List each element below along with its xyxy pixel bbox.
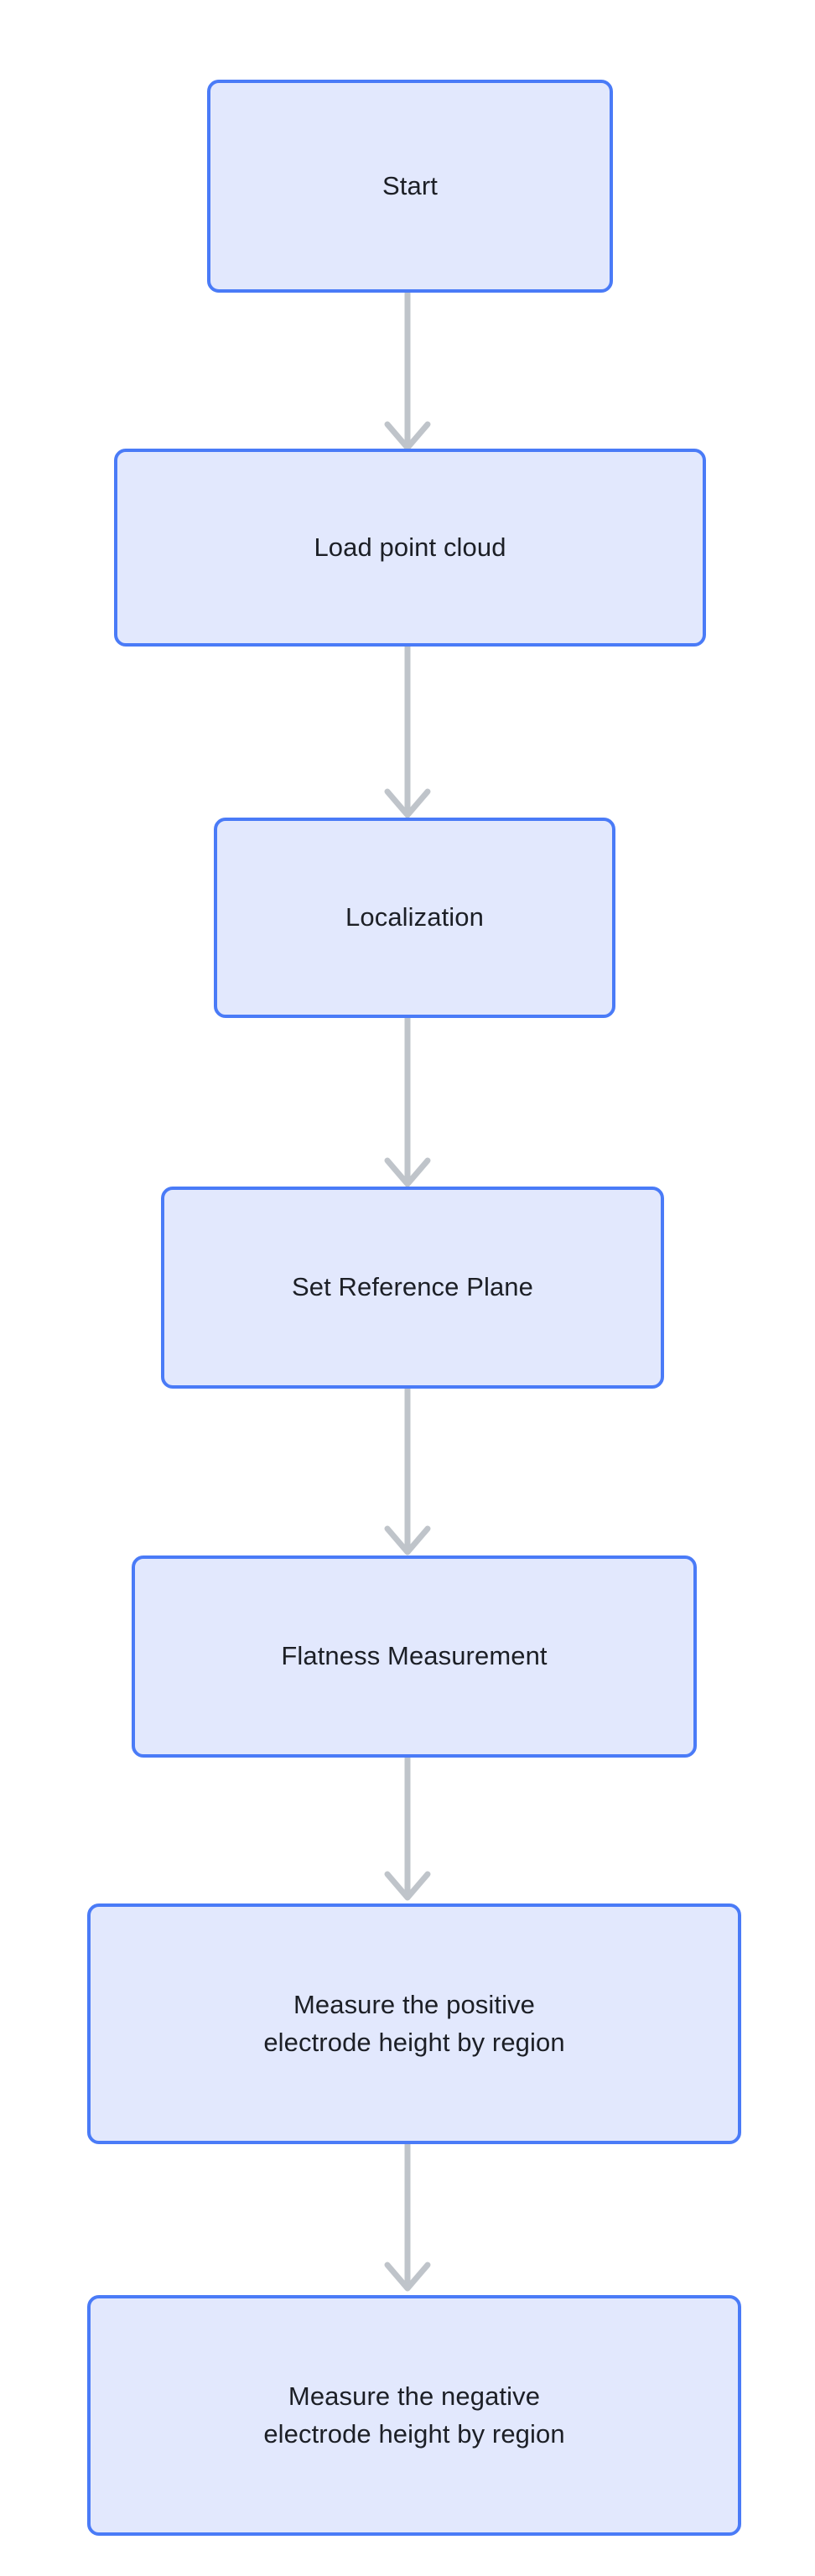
node-flatness-measurement[interactable]: Flatness Measurement [132, 1555, 697, 1758]
edge-load-to-localization [384, 642, 431, 818]
node-measure-positive-electrode-height[interactable]: Measure the positive electrode height by… [87, 1903, 741, 2144]
edge-localization-to-reference [384, 1014, 431, 1187]
node-measure-negative-electrode-height-label: Measure the negative electrode height by… [263, 2381, 565, 2449]
node-start-label: Start [382, 170, 438, 200]
node-load-point-cloud[interactable]: Load point cloud [114, 449, 706, 647]
node-set-reference-plane[interactable]: Set Reference Plane [161, 1187, 664, 1389]
edge-flatness-to-positive [384, 1753, 431, 1901]
node-measure-positive-electrode-height-label: Measure the positive electrode height by… [263, 1989, 565, 2057]
node-localization-label: Localization [345, 902, 484, 932]
node-set-reference-plane-label: Set Reference Plane [292, 1272, 533, 1302]
edge-reference-to-flatness [384, 1384, 431, 1555]
node-measure-negative-electrode-height[interactable]: Measure the negative electrode height by… [87, 2295, 741, 2536]
node-localization[interactable]: Localization [214, 818, 615, 1018]
node-load-point-cloud-label: Load point cloud [314, 532, 506, 562]
edge-start-to-load [384, 288, 431, 451]
node-start[interactable]: Start [207, 80, 613, 293]
node-flatness-measurement-label: Flatness Measurement [281, 1641, 548, 1671]
edge-positive-to-negative [384, 2139, 431, 2292]
